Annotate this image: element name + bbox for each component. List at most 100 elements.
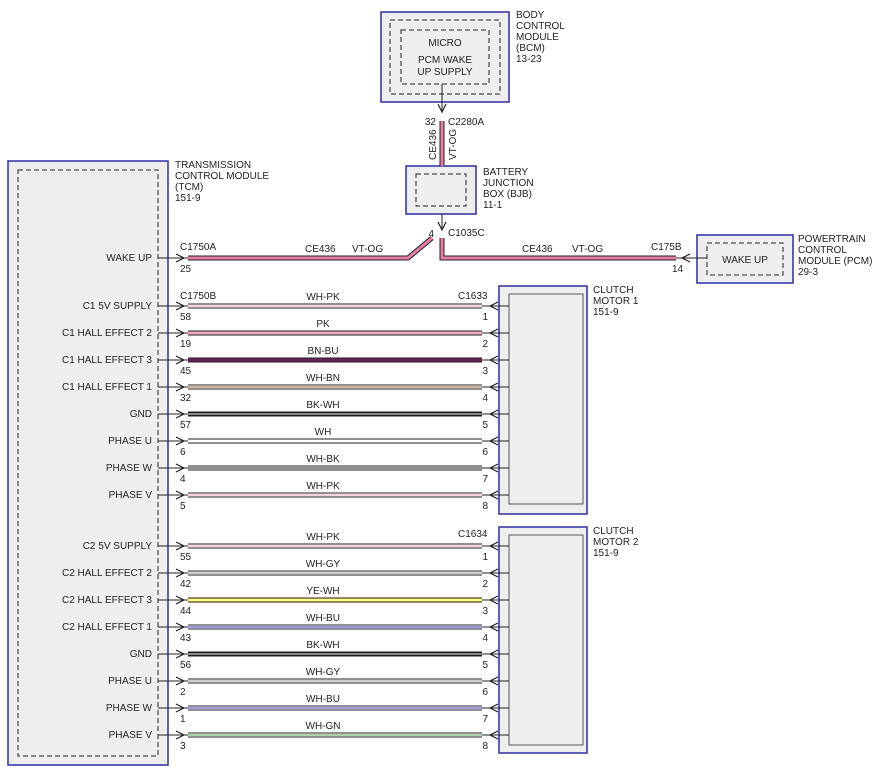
- m2-wire-8-motor-arrow: [488, 730, 499, 740]
- m2-wire-8-tcm-label: PHASE V: [109, 730, 153, 741]
- m1-wire-7-tcm-arrow: [175, 463, 186, 473]
- m1-wire-6-wire-color: WH: [315, 427, 332, 438]
- m1-wire-5-tcm-pin: 57: [180, 420, 192, 431]
- bcm-micro-label: MICRO: [428, 38, 462, 49]
- motor1-name-2: MOTOR 1: [593, 296, 639, 307]
- pcm-name-2: CONTROL: [798, 245, 847, 256]
- m2-wire-1-motor-arrow: [488, 541, 499, 551]
- m1-wire-6-motor-arrow: [488, 436, 499, 446]
- m2-wire-4-tcm-arrow: [175, 622, 186, 632]
- bjb-pin-number: 4: [428, 229, 434, 240]
- m2-wire-5-tcm-pin: 56: [180, 660, 192, 671]
- m2-wire-6-tcm-arrow: [175, 676, 186, 686]
- m1-wire-3-tcm-pin: 45: [180, 366, 192, 377]
- m1-wire-6-tcm-pin: 6: [180, 447, 186, 458]
- bcm-inner-line-2: UP SUPPLY: [417, 67, 473, 78]
- tcm-wake-connector: C1750A: [180, 242, 216, 253]
- m2-wire-7-tcm-arrow: [175, 703, 186, 713]
- wake-up-circuit: 32 C2280A CE436 VT-OG 4 C1035C WAKE UP C…: [106, 84, 707, 275]
- motor2-name-1: CLUTCH: [593, 526, 634, 537]
- tcm-wake-arrow: [175, 253, 186, 263]
- wake-wire-left: [188, 236, 433, 260]
- m2-wire-2-tcm-pin: 42: [180, 579, 192, 590]
- wake-left-color: VT-OG: [352, 244, 383, 255]
- m2-wire-1-tcm-arrow: [175, 541, 186, 551]
- motor1-name-3: 151-9: [593, 307, 619, 318]
- m2-wire-2-tcm-arrow: [175, 568, 186, 578]
- bjb-name-4: 11-1: [483, 200, 503, 211]
- m1-wire-1-motor-arrow: [488, 301, 499, 311]
- tcm-wake-pin: 25: [180, 264, 192, 275]
- m2-wire-7-tcm-pin: 1: [180, 714, 186, 725]
- m1-wire-7-motor-pin: 7: [482, 474, 488, 485]
- m2-wire-1-tcm-pin: 55: [180, 552, 192, 563]
- m2-wire-2-tcm-label: C2 HALL EFFECT 2: [62, 568, 152, 579]
- tcm-name-4: 151-9: [175, 193, 201, 204]
- tcm-name-3: (TCM): [175, 182, 203, 193]
- m2-wire-2-motor-pin: 2: [482, 579, 488, 590]
- clutch-motor-1: CLUTCH MOTOR 1 151-9: [498, 285, 639, 515]
- bcm-name-1: BODY: [516, 10, 545, 21]
- m2-wire-6-motor-pin: 6: [482, 687, 488, 698]
- m2-wire-1-tcm-label: C2 5V SUPPLY: [83, 541, 153, 552]
- m2-wire-4-tcm-label: C2 HALL EFFECT 1: [62, 622, 152, 633]
- m2-wire-3-tcm-label: C2 HALL EFFECT 3: [62, 595, 152, 606]
- clutch-motor-2: CLUTCH MOTOR 2 151-9: [498, 526, 639, 754]
- wake-left-circuit: CE436: [305, 244, 336, 255]
- m1-wire-3-motor-arrow: [488, 355, 499, 365]
- bjb-vertical-color: VT-OG: [448, 129, 459, 160]
- pcm-name-1: POWERTRAIN: [798, 234, 866, 245]
- m2-wire-6-motor-arrow: [488, 676, 499, 686]
- m2-wire-4-motor-arrow: [488, 622, 499, 632]
- bcm-name-2: CONTROL: [516, 21, 565, 32]
- m2-wire-1-wire-color: WH-PK: [306, 532, 340, 543]
- m1-wire-8-tcm-pin: 5: [180, 501, 186, 512]
- m1-wire-5-tcm-label: GND: [130, 409, 152, 420]
- bcm-name-5: 13-23: [516, 54, 542, 65]
- m1-wire-6-tcm-arrow: [175, 436, 186, 446]
- m1-wire-4-tcm-pin: 32: [180, 393, 192, 404]
- m1-wire-5-motor-pin: 5: [482, 420, 488, 431]
- m1-wire-3-wire-color: BN-BU: [307, 346, 338, 357]
- m2-wire-5-tcm-arrow: [175, 649, 186, 659]
- m1-wire-3-tcm-label: C1 HALL EFFECT 3: [62, 355, 152, 366]
- bcm-name-3: MODULE: [516, 32, 559, 43]
- m2-wire-7-motor-pin: 7: [482, 714, 488, 725]
- m1-wire-6-tcm-label: PHASE U: [108, 436, 152, 447]
- pcm-pin-number: 14: [672, 264, 684, 275]
- m2-wire-7-motor-arrow: [488, 703, 499, 713]
- m1-wire-5-wire-color: BK-WH: [306, 400, 339, 411]
- m1-wire-2-motor-arrow: [488, 328, 499, 338]
- m2-wire-4-wire-color: WH-BU: [306, 613, 340, 624]
- m1-wire-1-wire-color: WH-PK: [306, 292, 340, 303]
- m2-wire-3-motor-pin: 3: [482, 606, 488, 617]
- bjb-module: BATTERY JUNCTION BOX (BJB) 11-1: [405, 165, 534, 215]
- m1-wire-7-wire-color: WH-BK: [306, 454, 340, 465]
- m2-wire-3-motor-arrow: [488, 595, 499, 605]
- bjb-name-3: BOX (BJB): [483, 189, 532, 200]
- m2-wire-2-motor-arrow: [488, 568, 499, 578]
- m2-wire-3-tcm-pin: 44: [180, 606, 192, 617]
- m2-wire-8-tcm-arrow: [175, 730, 186, 740]
- clutch-motor-2-wires: C2 5V SUPPLY 55 WH-PK 1 C2 HALL EFFECT 2 42WH…: [62, 532, 509, 752]
- tcm-name-2: CONTROL MODULE: [175, 171, 269, 182]
- m1-wire-8-tcm-arrow: [175, 490, 186, 500]
- m1-wire-1-motor-pin: 1: [482, 312, 488, 323]
- m2-wire-6-wire-color: WH-GY: [306, 667, 341, 678]
- m1-wire-2-tcm-arrow: [175, 328, 186, 338]
- m1-wire-8-motor-pin: 8: [482, 501, 488, 512]
- m1-wire-8-tcm-label: PHASE V: [109, 490, 153, 501]
- m2-wire-8-wire-color: WH-GN: [306, 721, 341, 732]
- pcm-name-4: 29-3: [798, 267, 818, 278]
- m1-wire-1-tcm-label: C1 5V SUPPLY: [83, 301, 153, 312]
- m1-wire-5-motor-arrow: [488, 409, 499, 419]
- m1-wire-3-motor-pin: 3: [482, 366, 488, 377]
- bcm-name-4: (BCM): [516, 43, 545, 54]
- m1-wire-2-tcm-pin: 19: [180, 339, 192, 350]
- pcm-connector-id: C175B: [651, 242, 682, 253]
- m1-wire-2-tcm-label: C1 HALL EFFECT 2: [62, 328, 152, 339]
- m1-wire-7-motor-arrow: [488, 463, 499, 473]
- bjb-pin-arrow: [437, 221, 447, 232]
- motor1-connector: C1633: [458, 291, 488, 302]
